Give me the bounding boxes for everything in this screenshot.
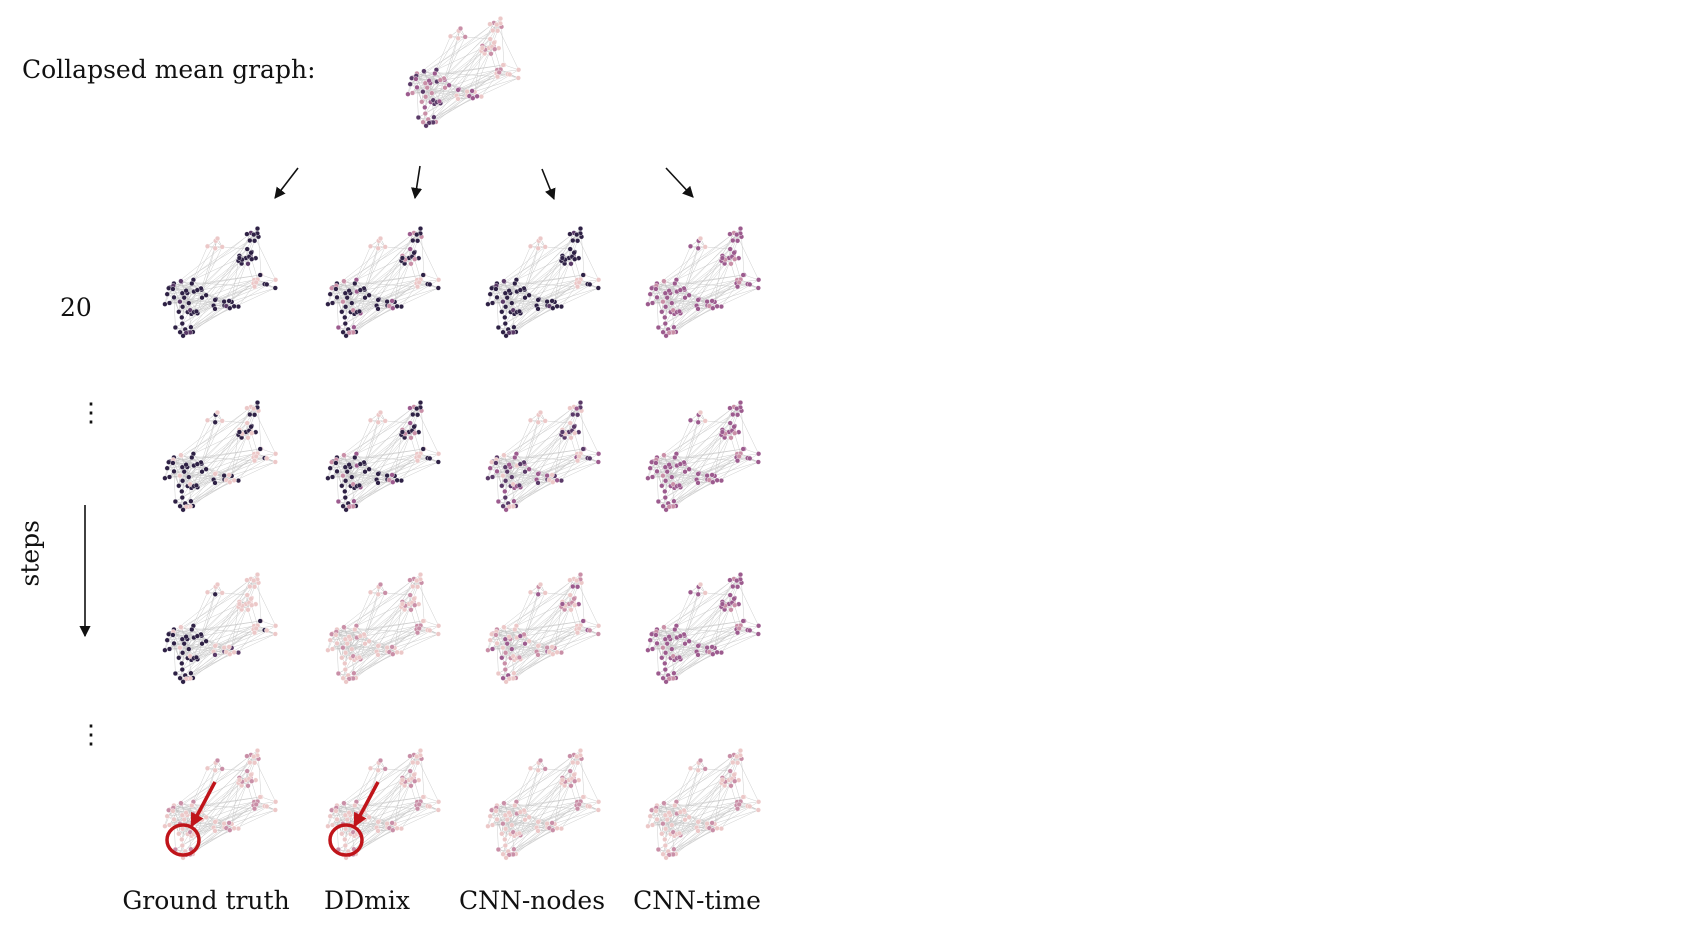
arrow-to-cnn-nodes bbox=[541, 168, 556, 201]
arrow-to-ground-truth bbox=[274, 167, 299, 199]
highlight-circle-2 bbox=[328, 823, 364, 857]
graph-col3-row1 bbox=[485, 226, 602, 339]
mean-graph bbox=[405, 16, 522, 129]
graph-col2-row2-nodes bbox=[325, 400, 442, 513]
graph-col2-row3-nodes bbox=[325, 572, 442, 685]
graph-col3-row3-nodes bbox=[485, 572, 602, 685]
step-label-20: 20 bbox=[60, 293, 92, 322]
graph-col4-row4-nodes bbox=[645, 748, 762, 861]
graph-col2-row1 bbox=[325, 226, 442, 339]
graph-grid bbox=[162, 226, 762, 861]
graph-col1-row2 bbox=[162, 400, 279, 513]
arrow-to-cnn-time bbox=[665, 167, 694, 198]
graph-col1-row4 bbox=[162, 748, 279, 861]
highlight-markers bbox=[165, 781, 380, 857]
graph-col1-row1 bbox=[162, 226, 279, 339]
graph-col1-row2-nodes bbox=[162, 400, 279, 513]
branch-arrows bbox=[274, 165, 694, 201]
column-label-cnn-nodes: CNN-nodes bbox=[459, 886, 605, 915]
graph-col1-row3 bbox=[162, 572, 279, 685]
graph-col4-row2 bbox=[645, 400, 762, 513]
graph-col3-row3 bbox=[485, 572, 602, 685]
graph-col4-row3 bbox=[645, 572, 762, 685]
graph-col3-row2 bbox=[485, 400, 602, 513]
mean-graph-network-nodes bbox=[405, 16, 522, 129]
row-ellipsis-1: ⋮ bbox=[78, 398, 104, 428]
graph-col2-row3 bbox=[325, 572, 442, 685]
column-label-ddmix: DDmix bbox=[324, 886, 410, 915]
graph-col3-row1-nodes bbox=[485, 226, 602, 339]
graph-col3-row4-nodes bbox=[485, 748, 602, 861]
graph-col1-row1-nodes bbox=[162, 226, 279, 339]
arrow-to-ddmix bbox=[411, 165, 423, 200]
graph-col4-row1 bbox=[645, 226, 762, 339]
graph-col4-row1-nodes bbox=[645, 226, 762, 339]
graph-col2-row2 bbox=[325, 400, 442, 513]
highlight-circle-1 bbox=[165, 823, 201, 857]
mean-graph-label: Collapsed mean graph: bbox=[22, 55, 316, 84]
graph-col2-row1-nodes bbox=[325, 226, 442, 339]
graph-col3-row4 bbox=[485, 748, 602, 861]
highlight-arrow-1 bbox=[190, 781, 217, 828]
highlight-arrow-2 bbox=[353, 781, 380, 828]
graph-col1-row3-nodes bbox=[162, 572, 279, 685]
row-ellipsis-2: ⋮ bbox=[78, 720, 104, 750]
graph-col4-row2-nodes bbox=[645, 400, 762, 513]
column-label-ground-truth: Ground truth bbox=[122, 886, 289, 915]
steps-axis-label: steps bbox=[15, 519, 45, 587]
mean-graph-network bbox=[405, 16, 522, 129]
graph-col4-row3-nodes bbox=[645, 572, 762, 685]
graph-col3-row2-nodes bbox=[485, 400, 602, 513]
column-label-cnn-time: CNN-time bbox=[633, 886, 761, 915]
column-labels: Ground truth DDmix CNN-nodes CNN-time bbox=[122, 886, 761, 915]
graph-col2-row4 bbox=[325, 748, 442, 861]
graph-col4-row4 bbox=[645, 748, 762, 861]
